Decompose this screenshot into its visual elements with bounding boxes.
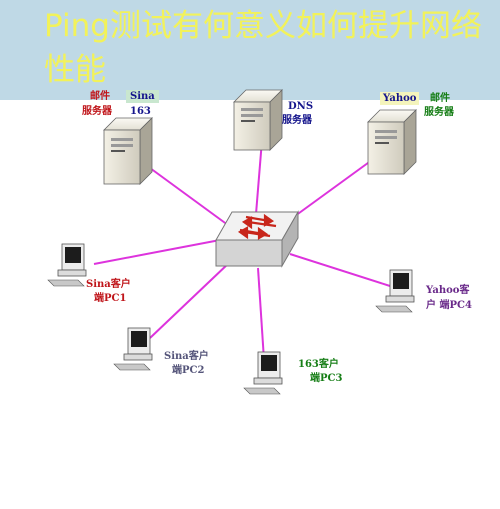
computer-icon (243, 351, 283, 395)
label-text: 端PC2 (172, 365, 205, 376)
label-text: Yahoo (380, 92, 420, 105)
link-mail-left (149, 167, 233, 229)
link-pc3 (257, 267, 265, 361)
label-text: 邮件 (430, 93, 450, 104)
label-text: 邮件 (90, 91, 110, 102)
computer-icon (375, 269, 415, 313)
label-text: Sina客户 (86, 279, 131, 290)
link-mail-right (283, 159, 373, 225)
title-banner (0, 0, 500, 100)
label-text: 服务器 (82, 106, 112, 117)
link-pc1 (93, 239, 221, 265)
page-title: Ping测试有何意义如何提升网络性能 (44, 8, 482, 88)
label-text: 服务器 (424, 107, 454, 118)
computer-icon (113, 327, 153, 371)
link-pc4 (289, 253, 391, 287)
link-pc2 (149, 261, 231, 339)
pc3-label: 163客户 端PC3 (298, 358, 358, 388)
mail-server-right-label: Yahoo 邮件 服务器 (380, 92, 464, 122)
server-icon (233, 89, 283, 151)
link-dns (255, 139, 263, 215)
label-text: Sina (126, 90, 159, 103)
label-text: 服务器 (282, 115, 312, 126)
label-text: 163 (130, 106, 151, 117)
label-text: DNS (288, 101, 314, 112)
pc1-label: Sina客户 端PC1 (86, 278, 146, 308)
label-text: 户 端PC4 (426, 300, 472, 311)
label-text: 端PC1 (94, 293, 127, 304)
mail-server-left-label: 邮件 Sina 服务器 163 (82, 90, 162, 120)
server-icon (367, 109, 417, 175)
pc4-label: Yahoo客 户 端PC4 (426, 284, 496, 314)
label-text: 端PC3 (310, 373, 343, 384)
server-icon (103, 117, 153, 185)
label-text: 163客户 (298, 359, 339, 370)
network-links (93, 139, 391, 361)
pc2-label: Sina客户 端PC2 (164, 350, 224, 380)
label-text: Yahoo客 (426, 285, 470, 296)
switch-icon (215, 210, 299, 268)
computer-icon (47, 243, 87, 287)
dns-server-label: DNS 服务器 (282, 100, 332, 130)
label-text: Sina客户 (164, 351, 209, 362)
